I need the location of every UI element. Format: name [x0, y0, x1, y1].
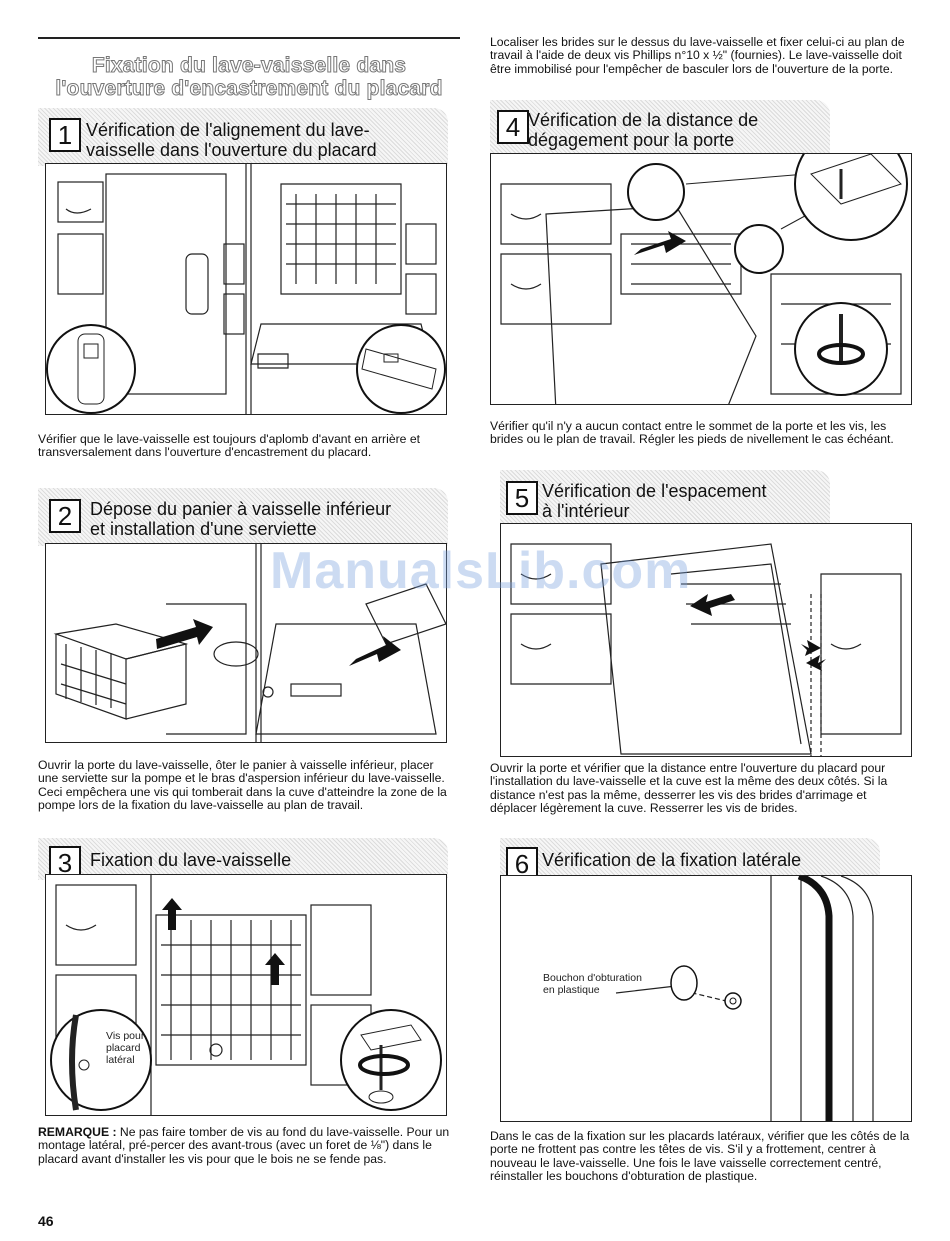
step-6-callout: Bouchon d'obturation en plastique: [543, 972, 642, 996]
step-4-header: [490, 100, 830, 158]
step-5-number: 5: [506, 481, 538, 515]
step-1-illustration: [45, 163, 447, 415]
step-2-number: 2: [49, 499, 81, 533]
step-3-header: [38, 838, 448, 880]
step-3-note-label: REMARQUE :: [38, 1125, 117, 1139]
step-6-text: Dans le cas de la fixation sur les placa…: [490, 1129, 910, 1184]
step-3-callout: Vis pour placard latéral: [106, 1030, 145, 1066]
step-5-illustration: [500, 523, 912, 757]
step-3-note-text: Ne pas faire tomber de vis au fond du la…: [38, 1125, 450, 1166]
step-2-header: [38, 488, 448, 546]
step-4-text: Vérifier qu'il n'y a aucun contact entre…: [490, 419, 894, 447]
step-3-title: Fixation du lave-vaisselle: [90, 850, 292, 870]
step-1-header: [38, 108, 448, 166]
step-6-header: [500, 838, 880, 880]
step-5-header: [500, 470, 830, 528]
top-right-paragraph: Localiser les brides sur le dessus du la…: [490, 35, 905, 76]
top-rule: [38, 37, 460, 39]
step-4-title: Vérification de la distance de dégagemen…: [528, 110, 759, 150]
step-2-title: Dépose du panier à vaisselle inférieur e…: [90, 499, 392, 539]
page-number: 46: [38, 1213, 54, 1229]
step-4-number: 4: [497, 110, 529, 144]
section-title: Fixation du lave-vaisselle dans l'ouvert…: [55, 54, 443, 101]
step-4-illustration: [490, 153, 912, 405]
step-3-illustration: [45, 874, 447, 1116]
step-1-title: Vérification de l'alignement du lave- va…: [86, 120, 377, 160]
step-6-illustration: [500, 875, 912, 1122]
step-1-text: Vérifier que le lave-vaisselle est toujo…: [38, 432, 420, 460]
step-5-text: Ouvrir la porte et vérifier que la dista…: [490, 761, 888, 816]
watermark: ManualsLib.com: [270, 542, 692, 600]
step-2-illustration: [45, 543, 447, 743]
step-3-note: REMARQUE : Ne pas faire tomber de vis au…: [38, 1125, 453, 1166]
step-1-number: 1: [49, 118, 81, 152]
step-2-text: Ouvrir la porte du lave-vaisselle, ôter …: [38, 758, 447, 813]
step-6-title: Vérification de la fixation latérale: [542, 850, 802, 870]
step-5-title: Vérification de l'espacement à l'intérie…: [542, 481, 767, 521]
